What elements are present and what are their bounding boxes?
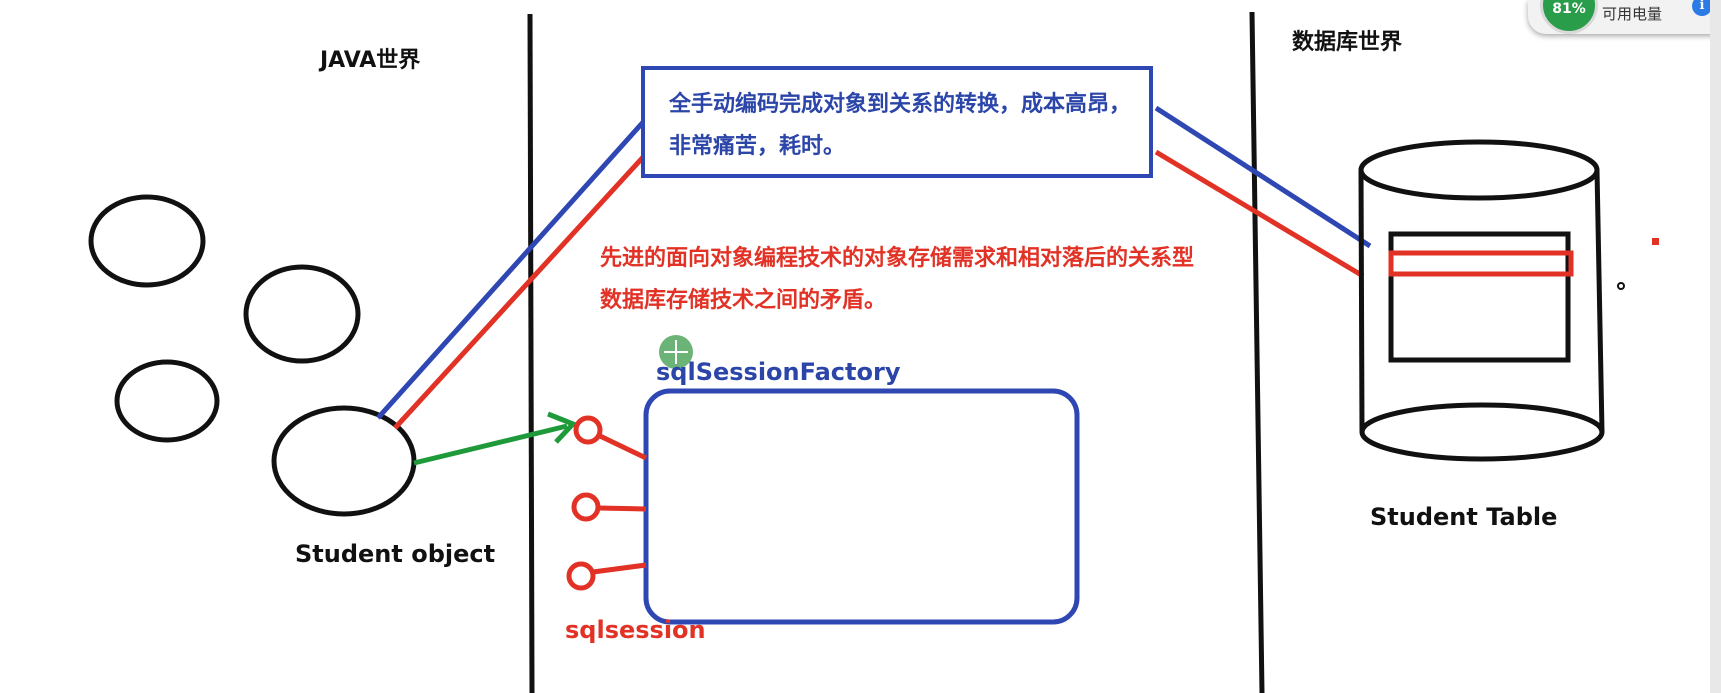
manual-coding-note-box: 全手动编码完成对象到关系的转换，成本高昂，非常痛苦，耗时。: [641, 66, 1153, 178]
battery-percent: 81%: [1552, 1, 1586, 17]
battery-label: 可用电量: [1602, 5, 1663, 23]
battery-icon: 81%: [1540, 0, 1598, 34]
db-cylinder-right-side: [1594, 169, 1605, 433]
sql-session-2-connector: [597, 505, 647, 512]
db-cylinder-bottom: [1359, 402, 1605, 462]
student-table-rect: [1388, 231, 1571, 363]
sql-session-3: [566, 561, 596, 591]
blue-mapping-line-left: [376, 118, 647, 420]
blue-mapping-line-right: [1154, 105, 1372, 249]
java-object-1: [88, 194, 206, 288]
conflict-text: 先进的面向对象编程技术的对象存储需求和相对落后的关系型数据库存储技术之间的矛盾。: [600, 246, 1195, 313]
student-table-row-highlight: [1388, 250, 1574, 277]
sql-session-2: [571, 492, 601, 522]
java-world-title: JAVA世界: [320, 48, 421, 73]
battery-status-widget[interactable]: 81% 可用电量 i: [1528, 0, 1721, 34]
green-arrow-head: [547, 411, 578, 444]
java-object-2: [243, 264, 361, 364]
student-table-label: Student Table: [1370, 503, 1558, 531]
manual-coding-note-text: 全手动编码完成对象到关系的转换，成本高昂，非常痛苦，耗时。: [669, 92, 1132, 159]
separator-java-middle: [527, 13, 535, 693]
green-arrow-line: [413, 423, 568, 466]
database-world-title: 数据库世界: [1292, 30, 1403, 55]
right-scrollbar[interactable]: [1710, 0, 1721, 693]
db-cylinder-top: [1358, 139, 1600, 201]
separator-middle-db: [1249, 11, 1265, 693]
session-factory-box: [643, 388, 1080, 625]
red-mapping-line-right: [1154, 149, 1365, 279]
student-object-label: Student object: [295, 540, 496, 568]
black-dot-mark: [1617, 282, 1625, 290]
db-cylinder-left-side: [1358, 169, 1365, 433]
sql-session-1-connector: [598, 433, 648, 461]
session-label: sqlsession: [565, 616, 706, 644]
java-object-3: [114, 359, 220, 443]
session-factory-label: sqlSessionFactory: [656, 358, 901, 386]
red-dot-mark: [1652, 238, 1659, 245]
red-mapping-line-left: [393, 153, 647, 430]
sql-session-1: [573, 415, 603, 445]
sql-session-3-connector: [592, 562, 647, 575]
student-object-ellipse: [271, 405, 417, 517]
info-icon[interactable]: i: [1692, 0, 1712, 16]
